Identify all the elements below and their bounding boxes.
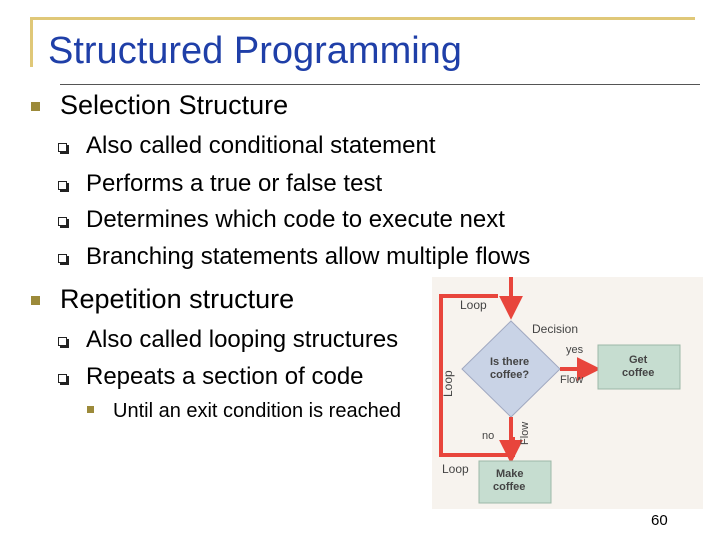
yes-label: yes — [566, 344, 584, 356]
title-underline — [60, 84, 700, 85]
make-coffee-line1: Make — [496, 468, 524, 480]
make-coffee-box — [478, 460, 552, 504]
decision-text-line2: coffee? — [490, 369, 529, 381]
no-label: no — [482, 430, 494, 442]
flow-horizontal-label: Flow — [560, 374, 583, 386]
sub-bullet-square-icon — [87, 406, 94, 413]
hollow-square-bullet-icon — [58, 143, 67, 152]
hollow-square-bullet-icon — [58, 217, 67, 226]
repetition-sub-item: Until an exit condition is reached — [113, 400, 401, 422]
decision-text-line1: Is there — [490, 356, 529, 368]
make-coffee-line2: coffee — [493, 481, 525, 493]
selection-heading: Selection Structure — [60, 90, 289, 120]
flow-vertical-label: Flow — [519, 422, 531, 445]
selection-item: Also called conditional statement — [86, 132, 436, 159]
hollow-square-bullet-icon — [58, 181, 67, 190]
bullet-square-icon — [31, 296, 40, 305]
slide-title: Structured Programming — [48, 30, 462, 72]
selection-item: Determines which code to execute next — [86, 206, 505, 233]
page-number: 60 — [651, 512, 668, 529]
get-coffee-box — [597, 344, 681, 390]
repetition-heading: Repetition structure — [60, 284, 295, 314]
frame-left-line — [30, 17, 33, 67]
hollow-square-bullet-icon — [58, 374, 67, 383]
repetition-item: Repeats a section of code — [86, 363, 364, 390]
frame-top-line — [30, 17, 695, 20]
hollow-square-bullet-icon — [58, 254, 67, 263]
decision-label: Decision — [532, 322, 578, 336]
get-coffee-line1: Get — [629, 354, 648, 366]
loop-flowchart-diagram: Loop Decision Is there coffee? yes Flow … — [432, 277, 703, 509]
get-coffee-line2: coffee — [622, 367, 654, 379]
bullet-square-icon — [31, 102, 40, 111]
selection-item: Branching statements allow multiple flow… — [86, 243, 531, 270]
loop-side-label: Loop — [441, 370, 455, 397]
hollow-square-bullet-icon — [58, 337, 67, 346]
selection-item: Performs a true or false test — [86, 170, 383, 197]
loop-top-label: Loop — [460, 298, 487, 312]
loop-bottom-label: Loop — [442, 462, 469, 476]
repetition-item: Also called looping structures — [86, 326, 399, 353]
